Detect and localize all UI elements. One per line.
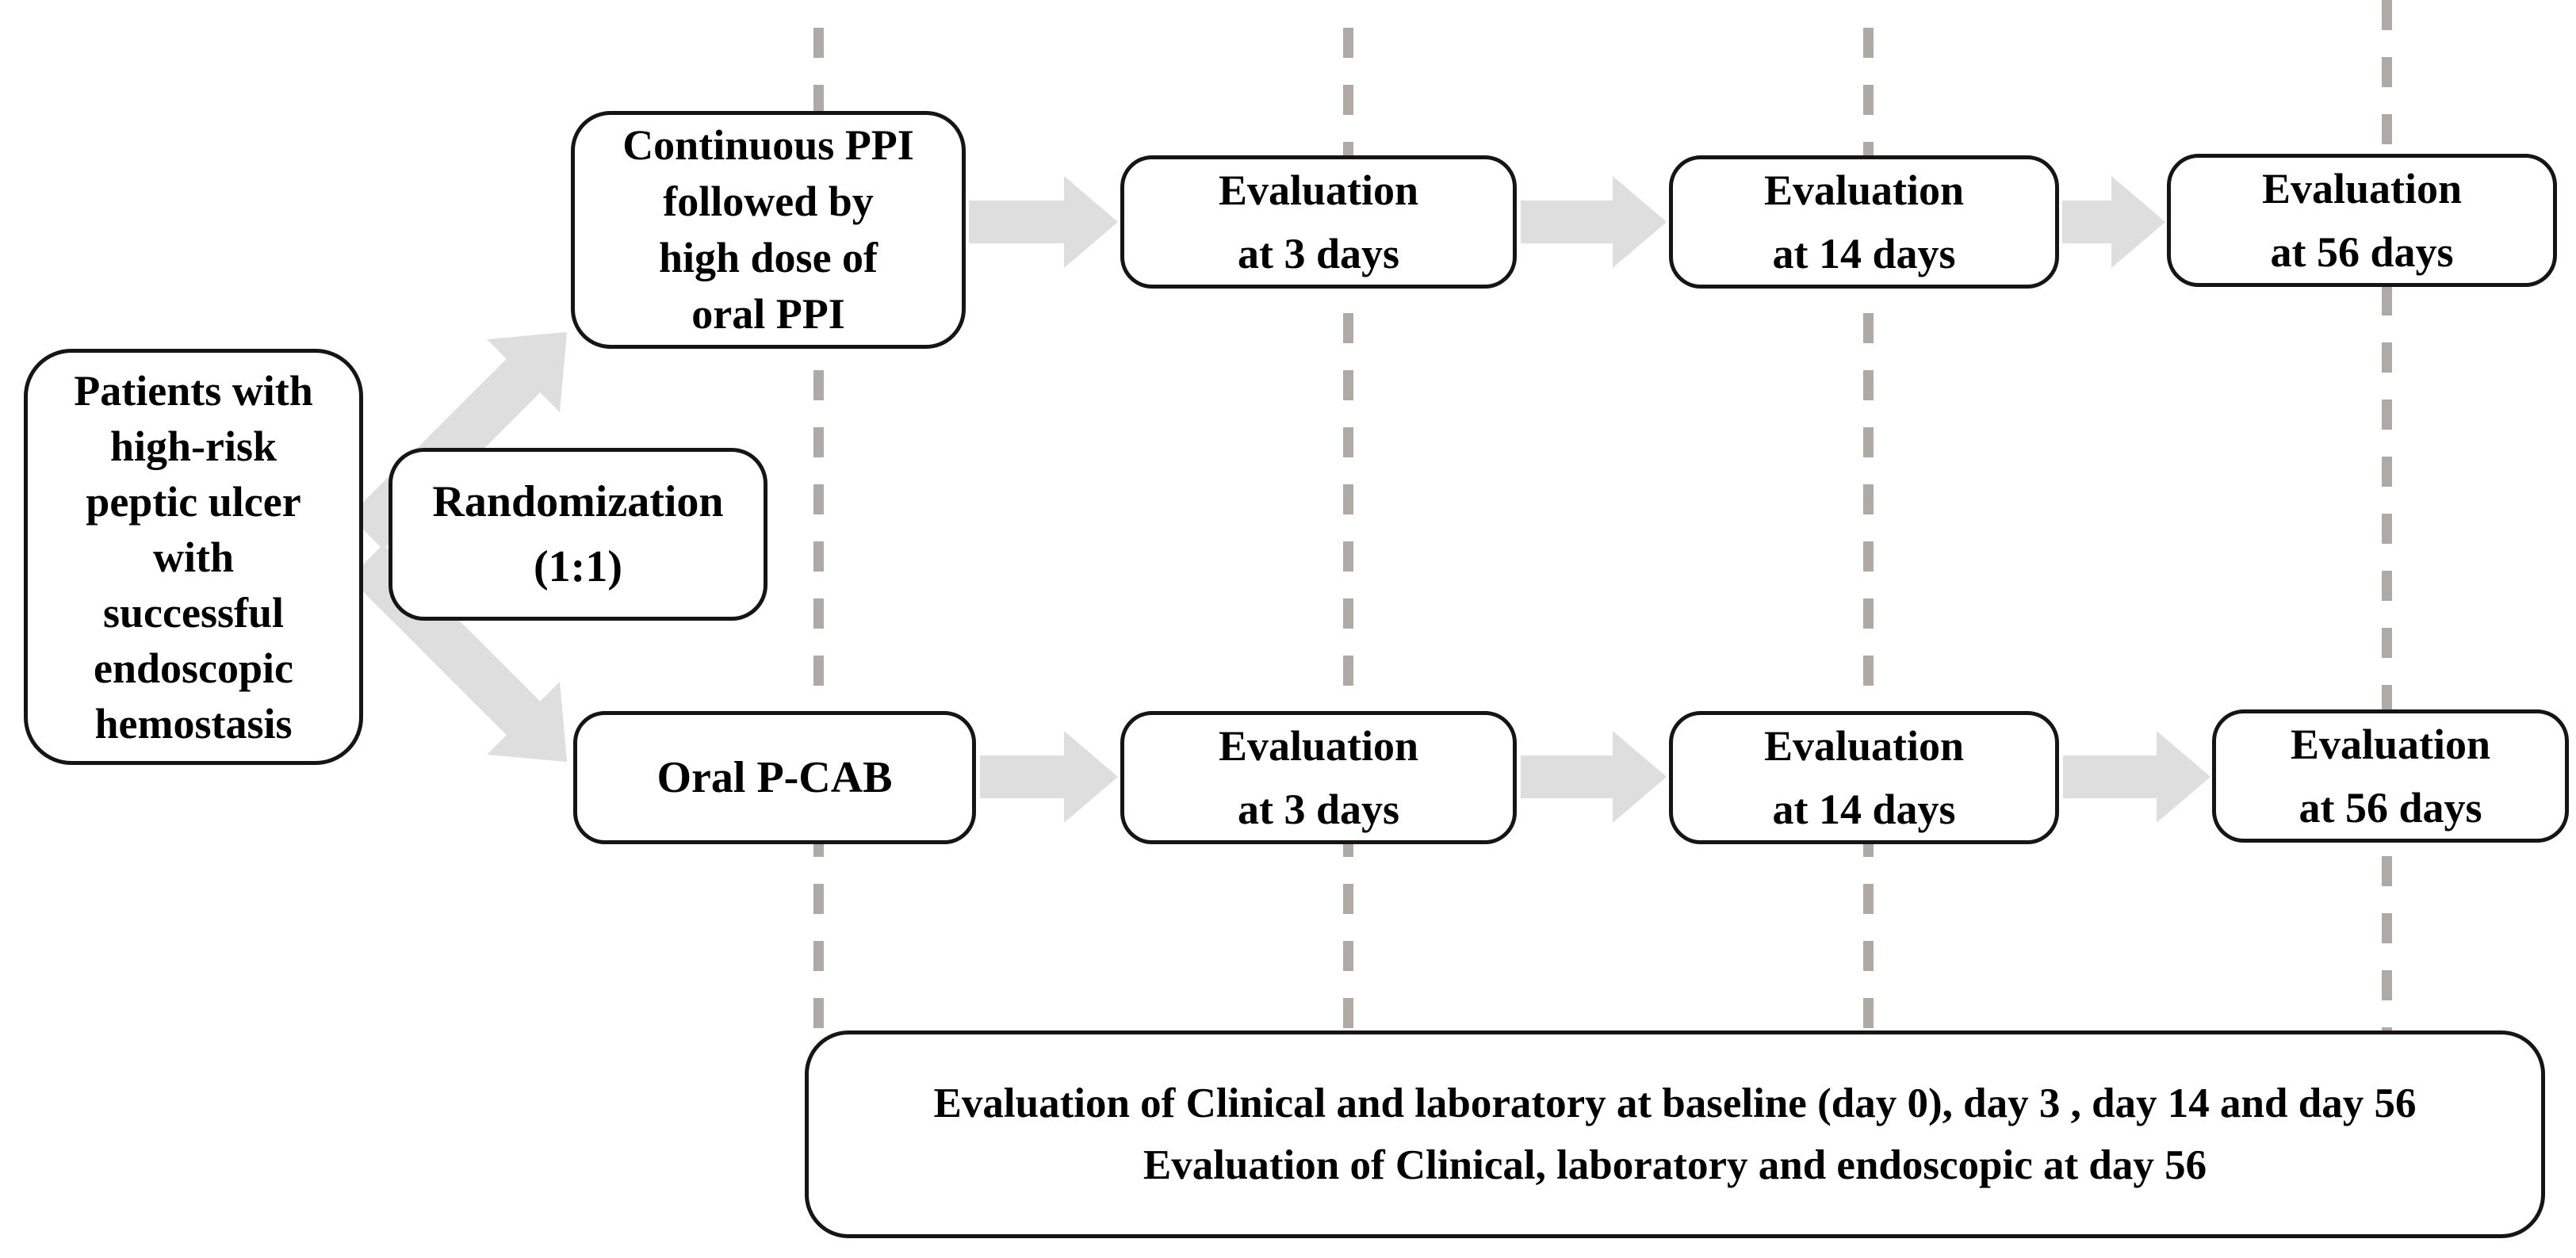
- population-line: endoscopic: [93, 644, 294, 692]
- eval-line: at 56 days: [2270, 228, 2454, 276]
- arrow-right-icon: [969, 176, 1118, 268]
- eval-line: at 3 days: [1237, 786, 1400, 833]
- arrow-right-icon: [2062, 176, 2165, 268]
- eval-line: at 14 days: [1772, 230, 1956, 277]
- arrow-head: [1613, 176, 1667, 268]
- arrow-right-icon: [1521, 176, 1667, 268]
- summary-line: Evaluation of Clinical and laboratory at…: [933, 1080, 2417, 1126]
- eval-line: at 3 days: [1237, 230, 1400, 277]
- arrow-shaft: [980, 755, 1066, 798]
- eval-line: Evaluation: [2290, 721, 2491, 768]
- arm-pcab-treatment-box: Oral P-CAB: [573, 711, 976, 844]
- eval-ppi-day14-box: Evaluation at 14 days: [1669, 155, 2059, 289]
- arrow-head: [1064, 176, 1118, 268]
- eval-line: Evaluation: [1218, 722, 1419, 770]
- eval-ppi-day3-box: Evaluation at 3 days: [1120, 155, 1517, 289]
- eval-line: at 14 days: [1772, 786, 1956, 833]
- evaluation-summary-box: Evaluation of Clinical and laboratory at…: [805, 1030, 2545, 1238]
- arrow-head: [2157, 731, 2210, 823]
- eval-line: at 56 days: [2298, 784, 2482, 832]
- arrow-right-icon: [2063, 731, 2210, 823]
- randomization-line: Randomization: [432, 477, 724, 526]
- eval-line: Evaluation: [1763, 166, 1965, 214]
- arrow-shaft: [1521, 755, 1614, 798]
- eval-line: Evaluation: [1763, 722, 1965, 770]
- eval-pcab-day3-box: Evaluation at 3 days: [1120, 711, 1517, 844]
- randomization-box: Randomization (1:1): [389, 448, 767, 621]
- arrow-shaft: [2062, 201, 2113, 243]
- summary-line: Evaluation of Clinical, laboratory and e…: [1143, 1142, 2207, 1188]
- population-line: hemostasis: [94, 699, 293, 748]
- population-line: high-risk: [109, 422, 278, 470]
- randomization-line: (1:1): [534, 542, 622, 591]
- arm-ppi-treatment-box: Continuous PPI followed by high dose of …: [571, 111, 966, 349]
- treatment-line: oral PPI: [691, 290, 845, 338]
- eval-line: Evaluation: [1218, 166, 1419, 214]
- population-line: peptic ulcer: [86, 477, 301, 526]
- arrow-right-icon: [980, 731, 1118, 823]
- treatment-line: Continuous PPI: [622, 121, 914, 169]
- treatment-line: Oral P-CAB: [656, 753, 893, 802]
- arrow-shaft: [969, 201, 1066, 243]
- treatment-line: followed by: [663, 178, 874, 225]
- population-line: with: [152, 533, 234, 581]
- population-line: Patients with: [74, 366, 313, 415]
- arrow-shaft: [2063, 755, 2158, 798]
- arrow-right-icon: [1521, 731, 1667, 823]
- treatment-line: high dose of: [658, 234, 878, 281]
- eval-pcab-day56-box: Evaluation at 56 days: [2212, 709, 2569, 843]
- population-box: Patients with high-risk peptic ulcer wit…: [24, 349, 363, 765]
- population-line: successful: [103, 588, 284, 637]
- arrow-head: [2111, 176, 2165, 268]
- eval-line: Evaluation: [2261, 165, 2463, 212]
- arrow-head: [1613, 731, 1667, 823]
- arrow-shaft: [1521, 201, 1614, 243]
- eval-ppi-day56-box: Evaluation at 56 days: [2167, 154, 2557, 287]
- eval-pcab-day14-box: Evaluation at 14 days: [1669, 711, 2059, 844]
- arrow-head: [1064, 731, 1118, 823]
